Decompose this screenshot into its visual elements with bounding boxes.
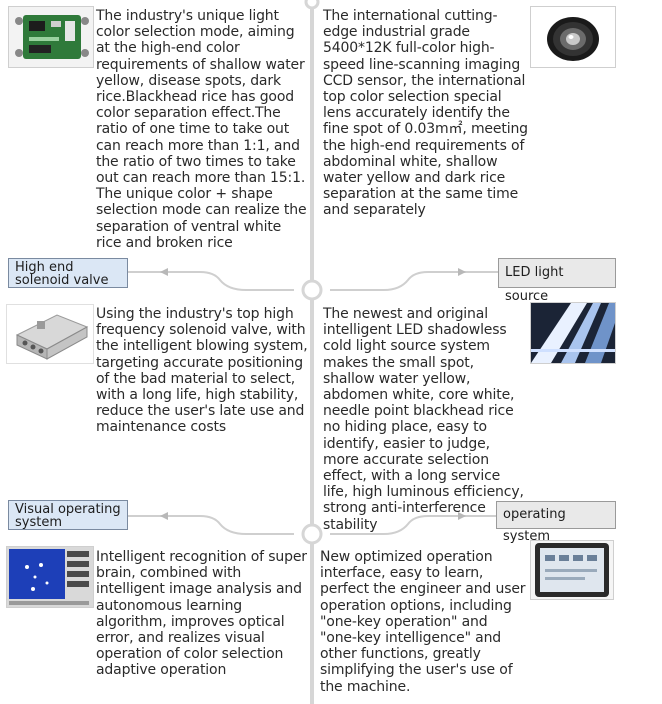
visual-operating-system-label: Visual operating system bbox=[8, 500, 128, 530]
led-light-text: The newest and original intelligent LED … bbox=[323, 306, 524, 533]
tablet-interface-icon bbox=[530, 540, 614, 600]
solenoid-valve-label: High end solenoid valve bbox=[8, 258, 128, 288]
visual-screen-icon bbox=[6, 546, 94, 608]
solenoid-valve-icon bbox=[6, 304, 94, 364]
operating-system-text: New optimized operation interface, easy … bbox=[320, 549, 526, 695]
led-light-icon bbox=[530, 302, 616, 364]
led-light-source-label: LED light source bbox=[498, 258, 616, 304]
solenoid-valve-text: Using the industry's top high frequency … bbox=[96, 306, 308, 436]
ccd-sensor-text: The international cutting-edge industria… bbox=[323, 8, 528, 219]
visual-operating-text: Intelligent recognition of super brain, … bbox=[96, 549, 307, 679]
operating-system-label: operating system bbox=[496, 501, 616, 544]
camera-lens-icon bbox=[530, 6, 616, 68]
light-color-mode-text: The industry's unique light color select… bbox=[96, 8, 307, 251]
circuit-board-icon bbox=[8, 6, 94, 68]
